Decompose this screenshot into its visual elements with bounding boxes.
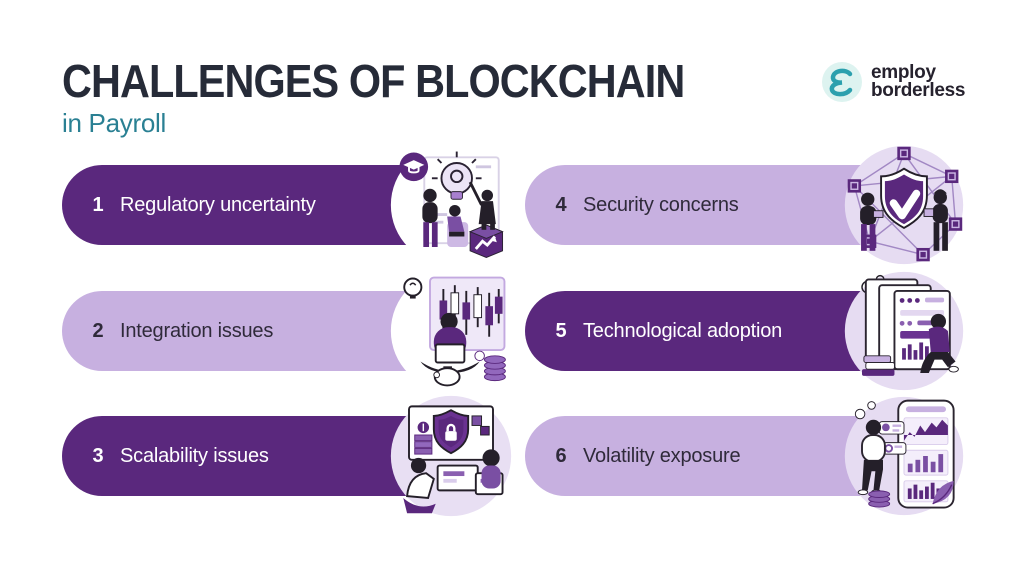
challenge-item-4: 4 Security concerns: [525, 145, 980, 265]
challenge-number: 5: [555, 319, 567, 342]
person-seated: [447, 205, 469, 247]
books-icon: [862, 355, 895, 376]
person-right: [923, 189, 948, 251]
tablet-icon: [923, 208, 935, 217]
lightbulb-icon: [403, 277, 423, 299]
challenge-label: Volatility exposure: [583, 444, 741, 467]
person-at-desk-left: [403, 457, 436, 514]
challenge-number: 4: [555, 193, 567, 216]
illustration-volatility-exposure: [841, 393, 967, 519]
challenge-number: 6: [555, 444, 567, 467]
illustration-scalability-issues: [388, 393, 514, 519]
graduation-cap-icon: [399, 152, 429, 182]
lightbulb-icon: [440, 162, 473, 200]
challenge-number: 2: [92, 319, 104, 342]
header: CHALLENGES OF BLOCKCHAIN in Payroll: [62, 58, 754, 139]
crypto-alert-bubbles-icon: [878, 421, 907, 455]
challenge-label: Security concerns: [583, 193, 739, 216]
illustration-integration-issues: [388, 268, 514, 394]
e-swirl-icon: [822, 62, 862, 102]
logo-word-1: employ: [871, 61, 936, 83]
coin-stack-icon: [474, 350, 506, 382]
challenge-label: Technological adoption: [583, 319, 783, 342]
block-cube-icon: [471, 415, 483, 426]
employ-borderless-logo: employ borderless: [822, 62, 965, 102]
block-cube-icon: [480, 425, 490, 436]
logo-wordmark: employ borderless: [871, 61, 966, 101]
challenge-label: Scalability issues: [120, 444, 269, 467]
leaf-icon: [932, 480, 954, 505]
laptop-icon: [872, 210, 884, 218]
crypto-stack-icon: [414, 421, 433, 455]
challenge-number: 3: [92, 444, 104, 467]
challenge-item-2: 2 Integration issues: [62, 270, 517, 392]
person-with-laptop: [420, 312, 480, 373]
challenge-number: 1: [92, 193, 104, 216]
illustration-security-concerns: [841, 142, 967, 268]
person-presenter: [468, 181, 496, 230]
page-subtitle: in Payroll: [62, 108, 166, 138]
person-standing: [422, 188, 438, 247]
coin-stack-icon: [868, 490, 891, 508]
person-at-desk-right: [481, 449, 501, 489]
challenge-item-5: 5 Technological adoption: [525, 271, 980, 391]
illustration-regulatory-uncertainty: [388, 142, 514, 268]
laptop-icon: [434, 343, 466, 364]
challenge-label: Integration issues: [120, 319, 274, 342]
growth-cube-icon: [468, 224, 504, 259]
lightbulb-rays-icon: [431, 151, 482, 180]
shield-lock-icon: [432, 409, 470, 455]
smartphone-chart-icon: [897, 399, 955, 509]
piggy-bank-icon: [433, 366, 461, 387]
network-node-icon: [847, 146, 963, 262]
logo-word-2: borderless: [871, 80, 966, 101]
shield-check-icon: [880, 167, 928, 229]
person-kneeling: [920, 313, 959, 373]
challenge-item-1: 1 Regulatory uncertainty: [62, 144, 517, 266]
illustration-technological-adoption: [841, 268, 967, 394]
challenge-label: Regulatory uncertainty: [120, 193, 316, 216]
person-left: [860, 192, 884, 251]
challenge-item-6: 6 Volatility exposure: [525, 396, 980, 516]
page-title: CHALLENGES OF BLOCKCHAIN: [62, 55, 685, 107]
challenge-item-3: 3 Scalability issues: [62, 395, 517, 517]
